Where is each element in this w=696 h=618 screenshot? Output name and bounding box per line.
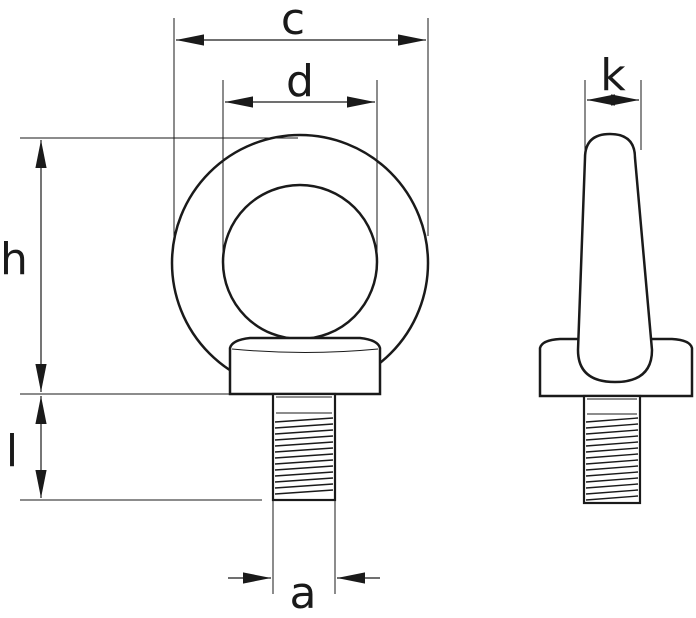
thread-line xyxy=(274,423,334,429)
dimension-c: c xyxy=(173,0,429,236)
thread-line xyxy=(585,459,639,465)
label-c: c xyxy=(281,0,305,45)
label-d: d xyxy=(286,56,314,107)
thread-line xyxy=(585,471,639,477)
thread-line xyxy=(585,441,639,447)
side-view: k xyxy=(538,50,694,505)
thread-line xyxy=(585,477,639,483)
thread-line xyxy=(274,447,334,453)
threaded-shank xyxy=(271,392,337,502)
thread-line xyxy=(274,489,334,495)
thread-line xyxy=(274,465,334,471)
label-h: h xyxy=(0,234,28,285)
dimension-h: h xyxy=(0,137,298,395)
side-ring xyxy=(576,132,654,384)
thread-line xyxy=(585,429,639,435)
dimension-k: k xyxy=(584,50,642,150)
label-l: l xyxy=(6,426,18,477)
label-k: k xyxy=(600,50,626,101)
thread-line xyxy=(274,483,334,489)
label-a: a xyxy=(290,568,317,618)
thread-line xyxy=(585,417,639,423)
thread-line xyxy=(274,417,334,423)
eye-ring-inner xyxy=(221,183,379,341)
thread-line xyxy=(585,435,639,441)
thread-line xyxy=(274,441,334,447)
dimension-a: a xyxy=(228,500,380,618)
thread-line xyxy=(274,471,334,477)
thread-line xyxy=(274,435,334,441)
thread-line xyxy=(585,489,639,495)
dimension-d: d xyxy=(222,56,378,272)
thread-line xyxy=(274,477,334,483)
side-threaded-shank xyxy=(582,394,642,505)
thread-line xyxy=(585,423,639,429)
collar xyxy=(228,336,382,396)
thread-line xyxy=(274,429,334,435)
thread-line xyxy=(585,495,639,501)
thread-line xyxy=(274,453,334,459)
thread-line xyxy=(585,465,639,471)
dimension-l: l xyxy=(6,396,262,501)
thread-line xyxy=(274,459,334,465)
thread-line xyxy=(585,483,639,489)
thread-line xyxy=(585,447,639,453)
front-view: c d h l a xyxy=(0,0,430,618)
thread-line xyxy=(585,453,639,459)
collar-edge xyxy=(231,348,379,353)
